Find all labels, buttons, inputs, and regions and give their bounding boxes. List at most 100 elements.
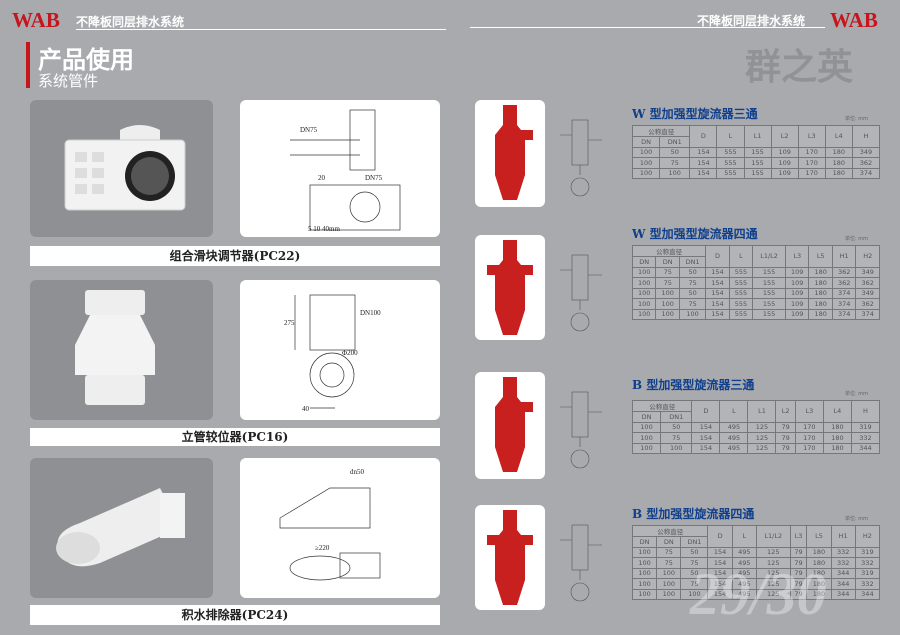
table-cell: 180 xyxy=(808,277,833,289)
table-cell: 154 xyxy=(705,287,730,299)
page-subtitle: 系统管件 xyxy=(38,72,99,90)
table-cell: 154 xyxy=(689,157,718,169)
table-cell: 75 xyxy=(655,266,680,278)
table-cell: 170 xyxy=(794,421,824,433)
header-cell: L3 xyxy=(797,125,826,148)
table-cell: 100 xyxy=(678,308,707,320)
table-cell: 180 xyxy=(824,146,853,158)
table-cell: 344 xyxy=(830,588,856,600)
header-cell: H1 xyxy=(830,525,856,548)
table-cell: 109 xyxy=(770,146,799,158)
table-cell: 180 xyxy=(824,167,853,179)
table-cell: 50 xyxy=(680,546,709,558)
header-cell: L3 xyxy=(794,400,824,423)
header-cell: L4 xyxy=(822,400,852,423)
caption-pc16: 立管较位器(PC16) xyxy=(30,428,440,446)
header-cell: L xyxy=(716,125,745,148)
drawing-pc24: dn50 ≥220 xyxy=(240,458,440,598)
header-cell: D xyxy=(691,400,721,423)
table-cell: 180 xyxy=(824,157,853,169)
title-accent-bar xyxy=(26,42,30,88)
table-cell: 332 xyxy=(854,557,881,569)
header-cell: DN1 xyxy=(659,136,691,148)
table-cell: 155 xyxy=(743,167,772,179)
header-cell: DN1 xyxy=(678,256,707,268)
fitting-photo xyxy=(475,372,545,479)
table-cell: 109 xyxy=(770,167,799,179)
table-cell: 155 xyxy=(752,266,786,278)
brand-logo-left: WAB xyxy=(12,8,60,32)
table-cell: 125 xyxy=(755,546,791,558)
table-cell: 109 xyxy=(784,266,810,278)
table-cell: 154 xyxy=(705,298,730,310)
product-photo-pc24 xyxy=(30,458,213,598)
dim-label: Φ200 xyxy=(342,349,358,357)
table-cell: 344 xyxy=(830,578,856,590)
system-name-left: 不降板同层排水系统 xyxy=(76,15,185,29)
unit-label: 单位: mm xyxy=(845,236,869,242)
header-cell: 公称直径 xyxy=(631,400,693,412)
table-cell: 154 xyxy=(689,146,718,158)
table-cell: 555 xyxy=(716,146,745,158)
table-cell: 180 xyxy=(822,442,852,454)
table-title: B 型加强型旋流器三通 xyxy=(632,378,755,392)
header-cell: H xyxy=(851,125,881,148)
fitting-photo xyxy=(475,235,545,340)
header-cell: L5 xyxy=(808,245,833,268)
company-logo-watermark: 群之英 xyxy=(745,46,854,88)
table-cell: 495 xyxy=(719,442,749,454)
table-cell: 154 xyxy=(707,546,733,558)
table-cell: 109 xyxy=(784,308,810,320)
table-cell: 180 xyxy=(822,421,852,433)
table-cell: 495 xyxy=(731,588,757,600)
table-cell: 125 xyxy=(747,432,777,444)
header-cell: DN xyxy=(656,536,682,548)
table-cell: 349 xyxy=(855,266,880,278)
header-divider-right xyxy=(470,27,825,28)
table-title: W 型加强型旋流器四通 xyxy=(632,227,758,241)
table-cell: 555 xyxy=(716,157,745,169)
table-cell: 555 xyxy=(728,298,754,310)
table-cell: 362 xyxy=(831,266,857,278)
table-cell: 75 xyxy=(655,277,680,289)
header-cell: D xyxy=(707,525,733,548)
dim-label: 40 xyxy=(302,405,310,413)
header-cell: L xyxy=(728,245,754,268)
table-cell: 374 xyxy=(831,287,857,299)
table-cell: 170 xyxy=(794,442,824,454)
table-cell: 319 xyxy=(854,567,881,579)
table-cell: 180 xyxy=(808,298,833,310)
unit-label: 单位: mm xyxy=(845,516,869,522)
table-cell: 100 xyxy=(655,287,680,299)
table-cell: 374 xyxy=(855,308,880,320)
header-cell: DN xyxy=(631,256,657,268)
table-cell: 50 xyxy=(660,421,693,433)
table-cell: 555 xyxy=(728,277,754,289)
header-cell: L2 xyxy=(770,125,799,148)
table-cell: 170 xyxy=(797,167,826,179)
header-cell: D xyxy=(689,125,718,148)
product-photo-pc16 xyxy=(30,280,213,420)
header-cell: H1 xyxy=(831,245,857,268)
table-cell: 344 xyxy=(850,442,881,454)
header-cell: H2 xyxy=(855,245,880,268)
caption-pc24: 积水排除器(PC24) xyxy=(30,605,440,625)
table-cell: 100 xyxy=(631,266,657,278)
table-cell: 495 xyxy=(731,546,757,558)
table-cell: 154 xyxy=(691,442,721,454)
table-cell: 332 xyxy=(830,546,856,558)
table-cell: 349 xyxy=(855,287,880,299)
table-cell: 344 xyxy=(830,567,856,579)
header-cell: DN xyxy=(631,411,662,423)
table-cell: 374 xyxy=(831,308,857,320)
table-cell: 170 xyxy=(794,432,824,444)
table-cell: 100 xyxy=(655,308,680,320)
table-cell: 374 xyxy=(831,298,857,310)
